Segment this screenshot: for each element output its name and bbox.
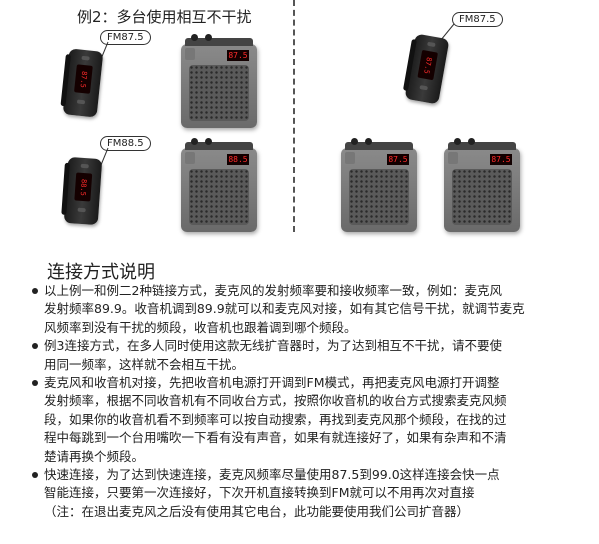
text-line: 以上例一和例二2种链接方式，麦克风的发射频率要和接收频率一致，例如：麦克风 bbox=[44, 283, 502, 298]
mic-display: 87.5 bbox=[73, 64, 93, 94]
example-title: 例2：多台使用相互不干扰 bbox=[77, 8, 252, 26]
text-line: 风频率到没有干扰的频段，收音机也跟着调到哪个频段。 bbox=[44, 319, 357, 335]
amplifier-display: 87.5 bbox=[490, 154, 512, 165]
text-line: 快速连接，为了达到快速连接，麦克风频率尽量使用87.5到99.0这样连接会快一点 bbox=[44, 467, 500, 483]
frequency-callout: FM87.5 bbox=[452, 12, 503, 27]
text-line: 程中每跳到一个台用嘴吹一下看有没有声音，如果有就连接好了，如果有杂声和不清 bbox=[44, 430, 507, 446]
amplifier-display: 88.5 bbox=[227, 154, 249, 165]
instructions-list: 以上例一和例二2种链接方式，麦克风的发射频率要和接收频率一致，例如：麦克风 发射… bbox=[30, 282, 590, 521]
amplifier-display: 87.5 bbox=[387, 154, 409, 165]
bullet-dot bbox=[32, 288, 38, 294]
list-item: 快速连接，为了达到快速连接，麦克风频率尽量使用87.5到99.0这样连接会快一点… bbox=[30, 466, 590, 503]
amplifier-display: 87.5 bbox=[227, 50, 249, 61]
footnote: （注：在退出麦克风之后没有使用其它电台，此功能要使用我们公司扩音器） bbox=[44, 503, 470, 519]
text-line: 例3连接方式，在多人同时使用这款无线扩音器时，为了达到相互不干扰，请不要使 bbox=[44, 338, 502, 354]
wireless-mic-2: 88.5 bbox=[61, 156, 103, 226]
speaker-grill bbox=[189, 65, 249, 121]
bullet-dot bbox=[32, 343, 38, 350]
text-line: 用同一频率，这样就不会相互干扰。 bbox=[44, 356, 245, 372]
amplifier-1: 87.5 bbox=[181, 34, 257, 128]
bullet-dot bbox=[32, 380, 38, 387]
list-item: 以上例一和例二2种链接方式，麦克风的发射频率要和接收频率一致，例如：麦克风 发射… bbox=[30, 282, 590, 337]
speaker-grill bbox=[349, 169, 409, 225]
text-line: 麦克风和收音机对接，先把收音机电源打开调到FM模式，再把麦克风电源打开调整 bbox=[44, 375, 500, 391]
speaker-grill bbox=[189, 169, 249, 225]
text-line: 发射频率，根据不同收音机有不同收台方式，按照你收音机的收台方式搜索麦克风频 bbox=[44, 393, 507, 409]
list-item: 麦克风和收音机对接，先把收音机电源打开调到FM模式，再把麦克风电源打开调整 发射… bbox=[30, 374, 590, 466]
text-line: 楚请再换个频段。 bbox=[44, 448, 145, 464]
wireless-mic-1: 87.5 bbox=[60, 48, 104, 118]
speaker-grill bbox=[452, 169, 512, 225]
text-line: 智能连接，只要第一次连接好，下次开机直接转换到FM就可以不用再次对直接 bbox=[44, 485, 475, 501]
mic-display: 88.5 bbox=[74, 172, 93, 202]
bullet-dot bbox=[32, 472, 38, 479]
mic-display: 87.5 bbox=[417, 49, 439, 81]
wireless-mic-3: 87.5 bbox=[402, 33, 450, 105]
section-title: 连接方式说明 bbox=[47, 262, 155, 283]
amplifier-4: 87.5 bbox=[444, 138, 520, 232]
text-line: 发射频率89.9。收音机调到89.9就可以和麦克风对接，如有其它信号干扰，就调节… bbox=[44, 301, 525, 317]
frequency-callout: FM87.5 bbox=[100, 30, 151, 45]
list-item: 例3连接方式，在多人同时使用这款无线扩音器时，为了达到相互不干扰，请不要使 用同… bbox=[30, 337, 590, 374]
text-line: 段，如果你的收音机看不到频率可以按自动搜索，再找到麦克风那个频段，在找的过 bbox=[44, 411, 507, 427]
amplifier-3: 87.5 bbox=[341, 138, 417, 232]
amplifier-2: 88.5 bbox=[181, 138, 257, 232]
panel-divider bbox=[293, 0, 295, 232]
frequency-callout: FM88.5 bbox=[100, 136, 151, 151]
